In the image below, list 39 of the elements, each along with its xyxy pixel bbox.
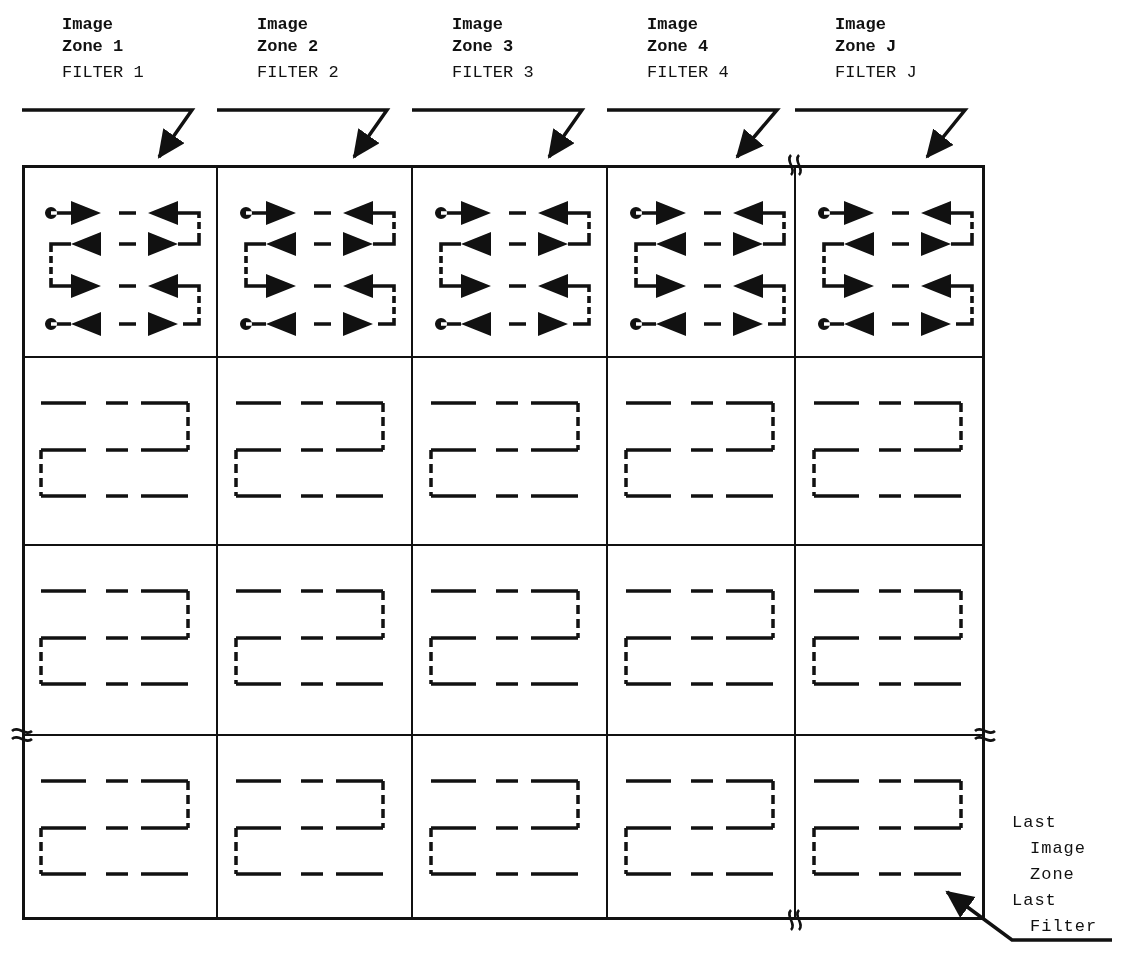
grid-cell: [795, 735, 985, 920]
zone-label: Image Zone 1: [62, 14, 125, 58]
zone-label: Image Zone 3: [452, 14, 515, 58]
grid-cell: [217, 545, 412, 735]
zone-label: Image Zone 4: [647, 14, 710, 58]
grid-cell: [217, 735, 412, 920]
arrow: [945, 890, 1112, 942]
zone-label: Image Zone J: [835, 14, 898, 58]
zone-label: FILTER 4: [647, 62, 730, 84]
grid-cell: [412, 545, 607, 735]
zone-label: FILTER 2: [257, 62, 340, 84]
grid-cell: [795, 165, 985, 357]
grid-cell: [412, 735, 607, 920]
zone-label: Last Image Zone: [1012, 812, 1087, 886]
grid-cell: [22, 165, 217, 357]
grid-cell: [607, 357, 795, 545]
grid-cell: [22, 735, 217, 920]
zone-label: FILTER 3: [452, 62, 535, 84]
arrow: [412, 108, 586, 159]
grid-cell: [22, 545, 217, 735]
grid-cell: [217, 165, 412, 357]
zone-label: FILTER J: [835, 62, 918, 84]
grid-frame: [22, 165, 985, 920]
zone-label: Image Zone 2: [257, 14, 320, 58]
grid-cell: [412, 165, 607, 357]
arrow: [795, 108, 969, 159]
grid-cell: [22, 357, 217, 545]
grid-cell: [607, 735, 795, 920]
grid-cell: [217, 357, 412, 545]
grid-cell: [795, 357, 985, 545]
zone-label: FILTER 1: [62, 62, 145, 84]
arrow: [217, 108, 391, 159]
zone-label: Last Filter: [1012, 890, 1099, 938]
arrow: [607, 108, 781, 159]
grid-cell: [795, 545, 985, 735]
grid-cell: [607, 165, 795, 357]
arrow: [22, 108, 196, 159]
grid-cell: [607, 545, 795, 735]
grid-cell: [412, 357, 607, 545]
